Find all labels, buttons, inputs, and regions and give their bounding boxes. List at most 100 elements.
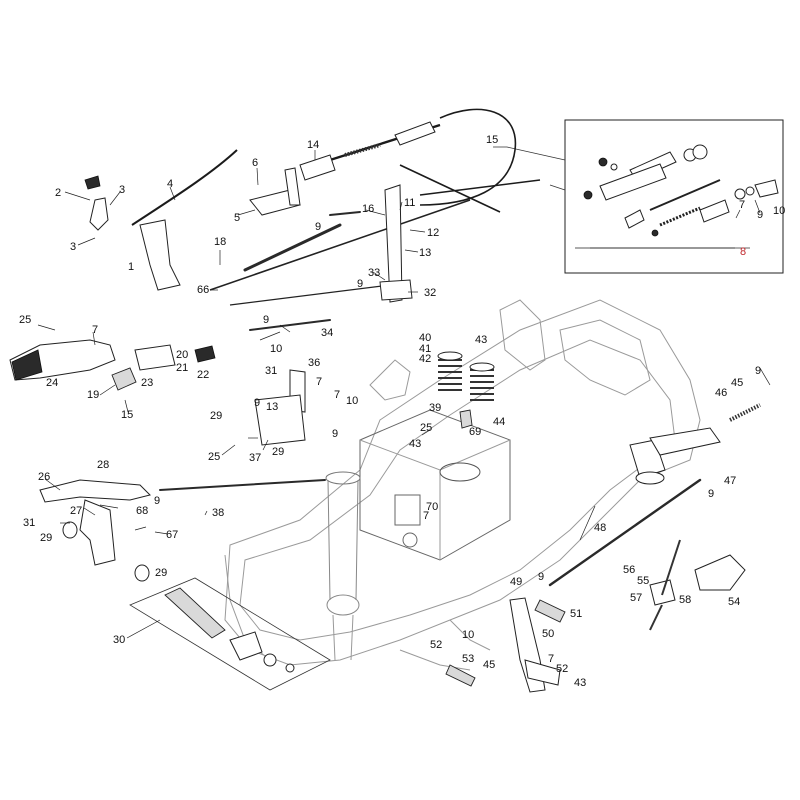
callout-38: 38 <box>212 507 224 519</box>
callout-30: 30 <box>113 634 125 646</box>
callout-13: 13 <box>419 247 431 259</box>
callout-5: 5 <box>234 212 240 224</box>
callout-29: 29 <box>40 532 52 544</box>
control-cables <box>131 108 541 306</box>
callout-16: 16 <box>362 203 374 215</box>
callout-41: 41 <box>419 343 431 355</box>
callout-50: 50 <box>542 628 554 640</box>
callout-29: 29 <box>155 567 167 579</box>
callout-12: 12 <box>427 227 439 239</box>
callout-32: 32 <box>424 287 436 299</box>
callout-22: 22 <box>197 369 209 381</box>
callout-14: 14 <box>307 139 319 151</box>
callout-4: 4 <box>167 178 173 190</box>
callout-7: 7 <box>423 510 429 522</box>
callout-44: 44 <box>493 416 505 428</box>
callout-7: 7 <box>548 653 554 665</box>
callout-9: 9 <box>154 495 160 507</box>
callout-56: 56 <box>623 564 635 576</box>
callout-66: 66 <box>197 284 209 296</box>
callout-48: 48 <box>594 522 606 534</box>
callout-9: 9 <box>315 221 321 233</box>
chassis-frame <box>224 299 701 671</box>
callout-2: 2 <box>55 187 61 199</box>
callout-7: 7 <box>739 199 745 211</box>
callout-54: 54 <box>728 596 740 608</box>
callout-11: 11 <box>404 197 415 209</box>
callout-33: 33 <box>368 267 380 279</box>
callout-24: 24 <box>46 377 58 389</box>
callout-9: 9 <box>757 209 763 221</box>
callout-43: 43 <box>574 677 586 689</box>
callout-58: 58 <box>679 594 691 606</box>
callout-52: 52 <box>556 663 568 675</box>
callout-29: 29 <box>272 446 284 458</box>
callout-15: 15 <box>486 134 498 146</box>
callout-39: 39 <box>429 402 441 414</box>
callout-47: 47 <box>724 475 736 487</box>
callout-29: 29 <box>210 410 222 422</box>
callout-10: 10 <box>773 205 785 217</box>
callout-31: 31 <box>265 365 277 377</box>
callout-25: 25 <box>208 451 220 463</box>
callout-69: 69 <box>469 426 481 438</box>
callout-25: 25 <box>19 314 31 326</box>
callout-9: 9 <box>263 314 269 326</box>
callout-9: 9 <box>332 428 338 440</box>
leader-lines <box>37 146 771 639</box>
callout-40: 40 <box>419 332 431 344</box>
callout-67: 67 <box>166 529 178 541</box>
callout-13: 13 <box>266 401 278 413</box>
callout-43: 43 <box>475 334 487 346</box>
parts <box>9 121 761 693</box>
callout-49: 49 <box>510 576 522 588</box>
linkage-rods <box>159 211 702 587</box>
callout-25: 25 <box>420 422 432 434</box>
callout-9: 9 <box>357 278 363 290</box>
callout-9: 9 <box>538 571 544 583</box>
callout-10: 10 <box>270 343 282 355</box>
callout-21: 21 <box>176 362 188 374</box>
callout-27: 27 <box>70 505 82 517</box>
callout-9: 9 <box>708 488 714 500</box>
callout-37: 37 <box>249 452 261 464</box>
callout-8: 8 <box>740 246 746 258</box>
callout-31: 31 <box>23 517 35 529</box>
callout-9: 9 <box>755 365 761 377</box>
callout-34: 34 <box>321 327 333 339</box>
callout-10: 10 <box>462 629 474 641</box>
callout-9: 9 <box>254 397 260 409</box>
callout-23: 23 <box>141 377 153 389</box>
callout-52: 52 <box>430 639 442 651</box>
callout-43: 43 <box>409 438 421 450</box>
callout-36: 36 <box>308 357 320 369</box>
callout-42: 42 <box>419 353 431 365</box>
callout-18: 18 <box>214 236 226 248</box>
callout-labels: 1 2 3 3 4 5 6 7 7 7 7 7 7 8 9 9 9 9 9 9 … <box>19 134 785 689</box>
callout-3: 3 <box>70 241 76 253</box>
compression-springs <box>437 351 495 401</box>
callout-19: 19 <box>87 389 99 401</box>
callout-26: 26 <box>38 471 50 483</box>
callout-7: 7 <box>334 389 340 401</box>
callout-46: 46 <box>715 387 727 399</box>
callout-28: 28 <box>97 459 109 471</box>
callout-10: 10 <box>346 395 358 407</box>
callout-45: 45 <box>731 377 743 389</box>
callout-53: 53 <box>462 653 474 665</box>
callout-15: 15 <box>121 409 133 421</box>
callout-20: 20 <box>176 349 188 361</box>
callout-57: 57 <box>630 592 642 604</box>
callout-6: 6 <box>252 157 258 169</box>
callout-7: 7 <box>92 324 98 336</box>
callout-51: 51 <box>570 608 582 620</box>
callout-55: 55 <box>637 575 649 587</box>
callout-68: 68 <box>136 505 148 517</box>
callout-1: 1 <box>128 261 134 273</box>
callout-45: 45 <box>483 659 495 671</box>
callout-7: 7 <box>316 376 322 388</box>
callout-70: 70 <box>426 501 438 513</box>
callout-3: 3 <box>119 184 125 196</box>
